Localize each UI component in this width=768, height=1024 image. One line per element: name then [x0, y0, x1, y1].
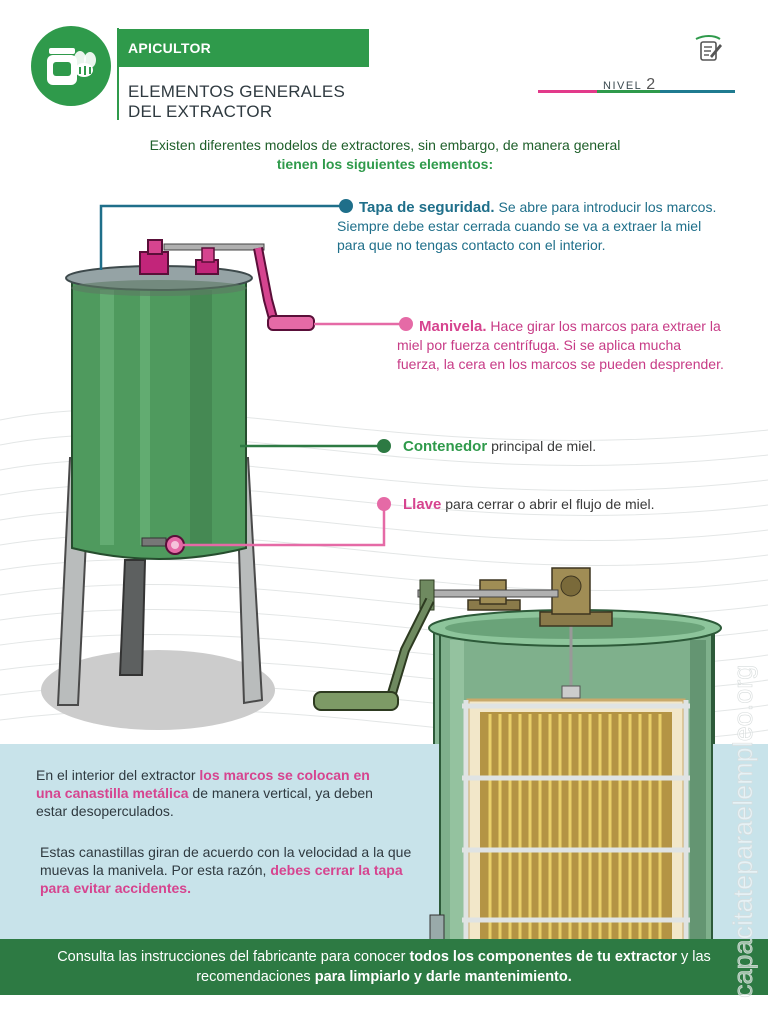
intro-line2: tienen los siguientes elementos:	[276, 156, 494, 172]
callout-manivela-title: Manivela.	[419, 318, 487, 335]
footer-b: todos los componentes de tu extractor	[409, 949, 677, 965]
brand-logo	[31, 26, 111, 106]
band-p2-a: Estas canastillas giran de acuerdo con l…	[40, 844, 412, 878]
level-value: 2	[646, 76, 656, 93]
page-title-line2: DEL EXTRACTOR	[128, 102, 273, 121]
page-title-line1: ELEMENTOS GENERALES	[128, 82, 345, 101]
watermark: capacitateparaelempleo.org	[728, 664, 759, 998]
footer-d: para limpiarlo y darle mantenimiento.	[314, 969, 572, 985]
footer-a: Consulta las instrucciones del fabricant…	[57, 949, 406, 965]
callout-tapa: Tapa de seguridad. Se abre para introduc…	[337, 198, 717, 255]
callout-llave-title: Llave	[403, 496, 442, 513]
intro-line1: Existen diferentes modelos de extractore…	[149, 137, 621, 153]
level-label: NIVEL	[603, 80, 643, 92]
callout-llave-text: para cerrar o abrir el flujo de miel.	[445, 496, 655, 512]
callout-contenedor-text: principal de miel.	[491, 438, 597, 454]
footer-c: y las recomendaciones	[196, 949, 711, 985]
callout-manivela: Manivela. Hace girar los marcos para ext…	[397, 317, 727, 374]
header-divider	[117, 28, 119, 120]
watermark-text: capacitateparaelempleo.org	[728, 665, 758, 998]
band-paragraph-2: Estas canastillas giran de acuerdo con l…	[40, 843, 425, 897]
intro-text: Existen diferentes modelos de extractore…	[40, 136, 730, 174]
callout-tapa-title: Tapa de seguridad.	[359, 199, 495, 216]
category-label: APICULTOR	[119, 29, 369, 67]
footer-note: Consulta las instrucciones del fabricant…	[0, 939, 768, 995]
edit-document-icon	[695, 35, 722, 61]
level-underline	[538, 90, 735, 93]
callout-contenedor-title: Contenedor	[403, 438, 488, 455]
band-paragraph-1: En el interior del extractor los marcos …	[36, 766, 386, 820]
page-title: ELEMENTOS GENERALES DEL EXTRACTOR	[128, 82, 345, 122]
callout-contenedor: Contenedor principal de miel.	[403, 437, 596, 456]
band-p1-c: de manera vertical, ya deben estar desop…	[36, 785, 373, 819]
band-p1-highlight: los marcos se colocan en una canastilla …	[36, 767, 370, 801]
honey-jar-bee-icon	[47, 48, 96, 85]
callout-manivela-text: Hace girar los marcos para extraer la mi…	[397, 318, 724, 372]
band-p2-highlight: debes cerrar la tapa para evitar acciden…	[40, 862, 403, 896]
callout-llave: Llave para cerrar o abrir el flujo de mi…	[403, 495, 655, 514]
band-p1-a: En el interior del extractor	[36, 767, 196, 783]
callout-tapa-text: Se abre para introducir los marcos. Siem…	[337, 199, 717, 253]
